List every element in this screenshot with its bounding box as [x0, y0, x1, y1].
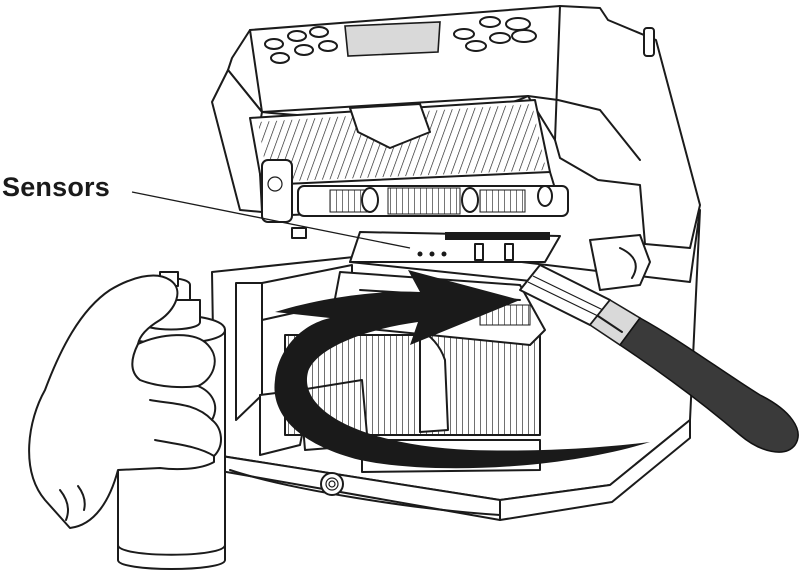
sensors-leader-line — [131, 191, 411, 249]
lid-underside — [249, 99, 561, 216]
hopper — [235, 264, 541, 473]
side-wall — [589, 234, 651, 291]
cleaning-brush — [519, 264, 799, 453]
sensors-label: Sensors — [2, 172, 110, 202]
sensor-strip — [349, 231, 561, 283]
airflow-arrow — [274, 270, 650, 469]
hand — [28, 274, 222, 529]
roller-assembly — [261, 159, 569, 239]
machine-lid — [211, 5, 701, 249]
control-panel — [264, 16, 537, 64]
front-screw — [320, 472, 344, 496]
